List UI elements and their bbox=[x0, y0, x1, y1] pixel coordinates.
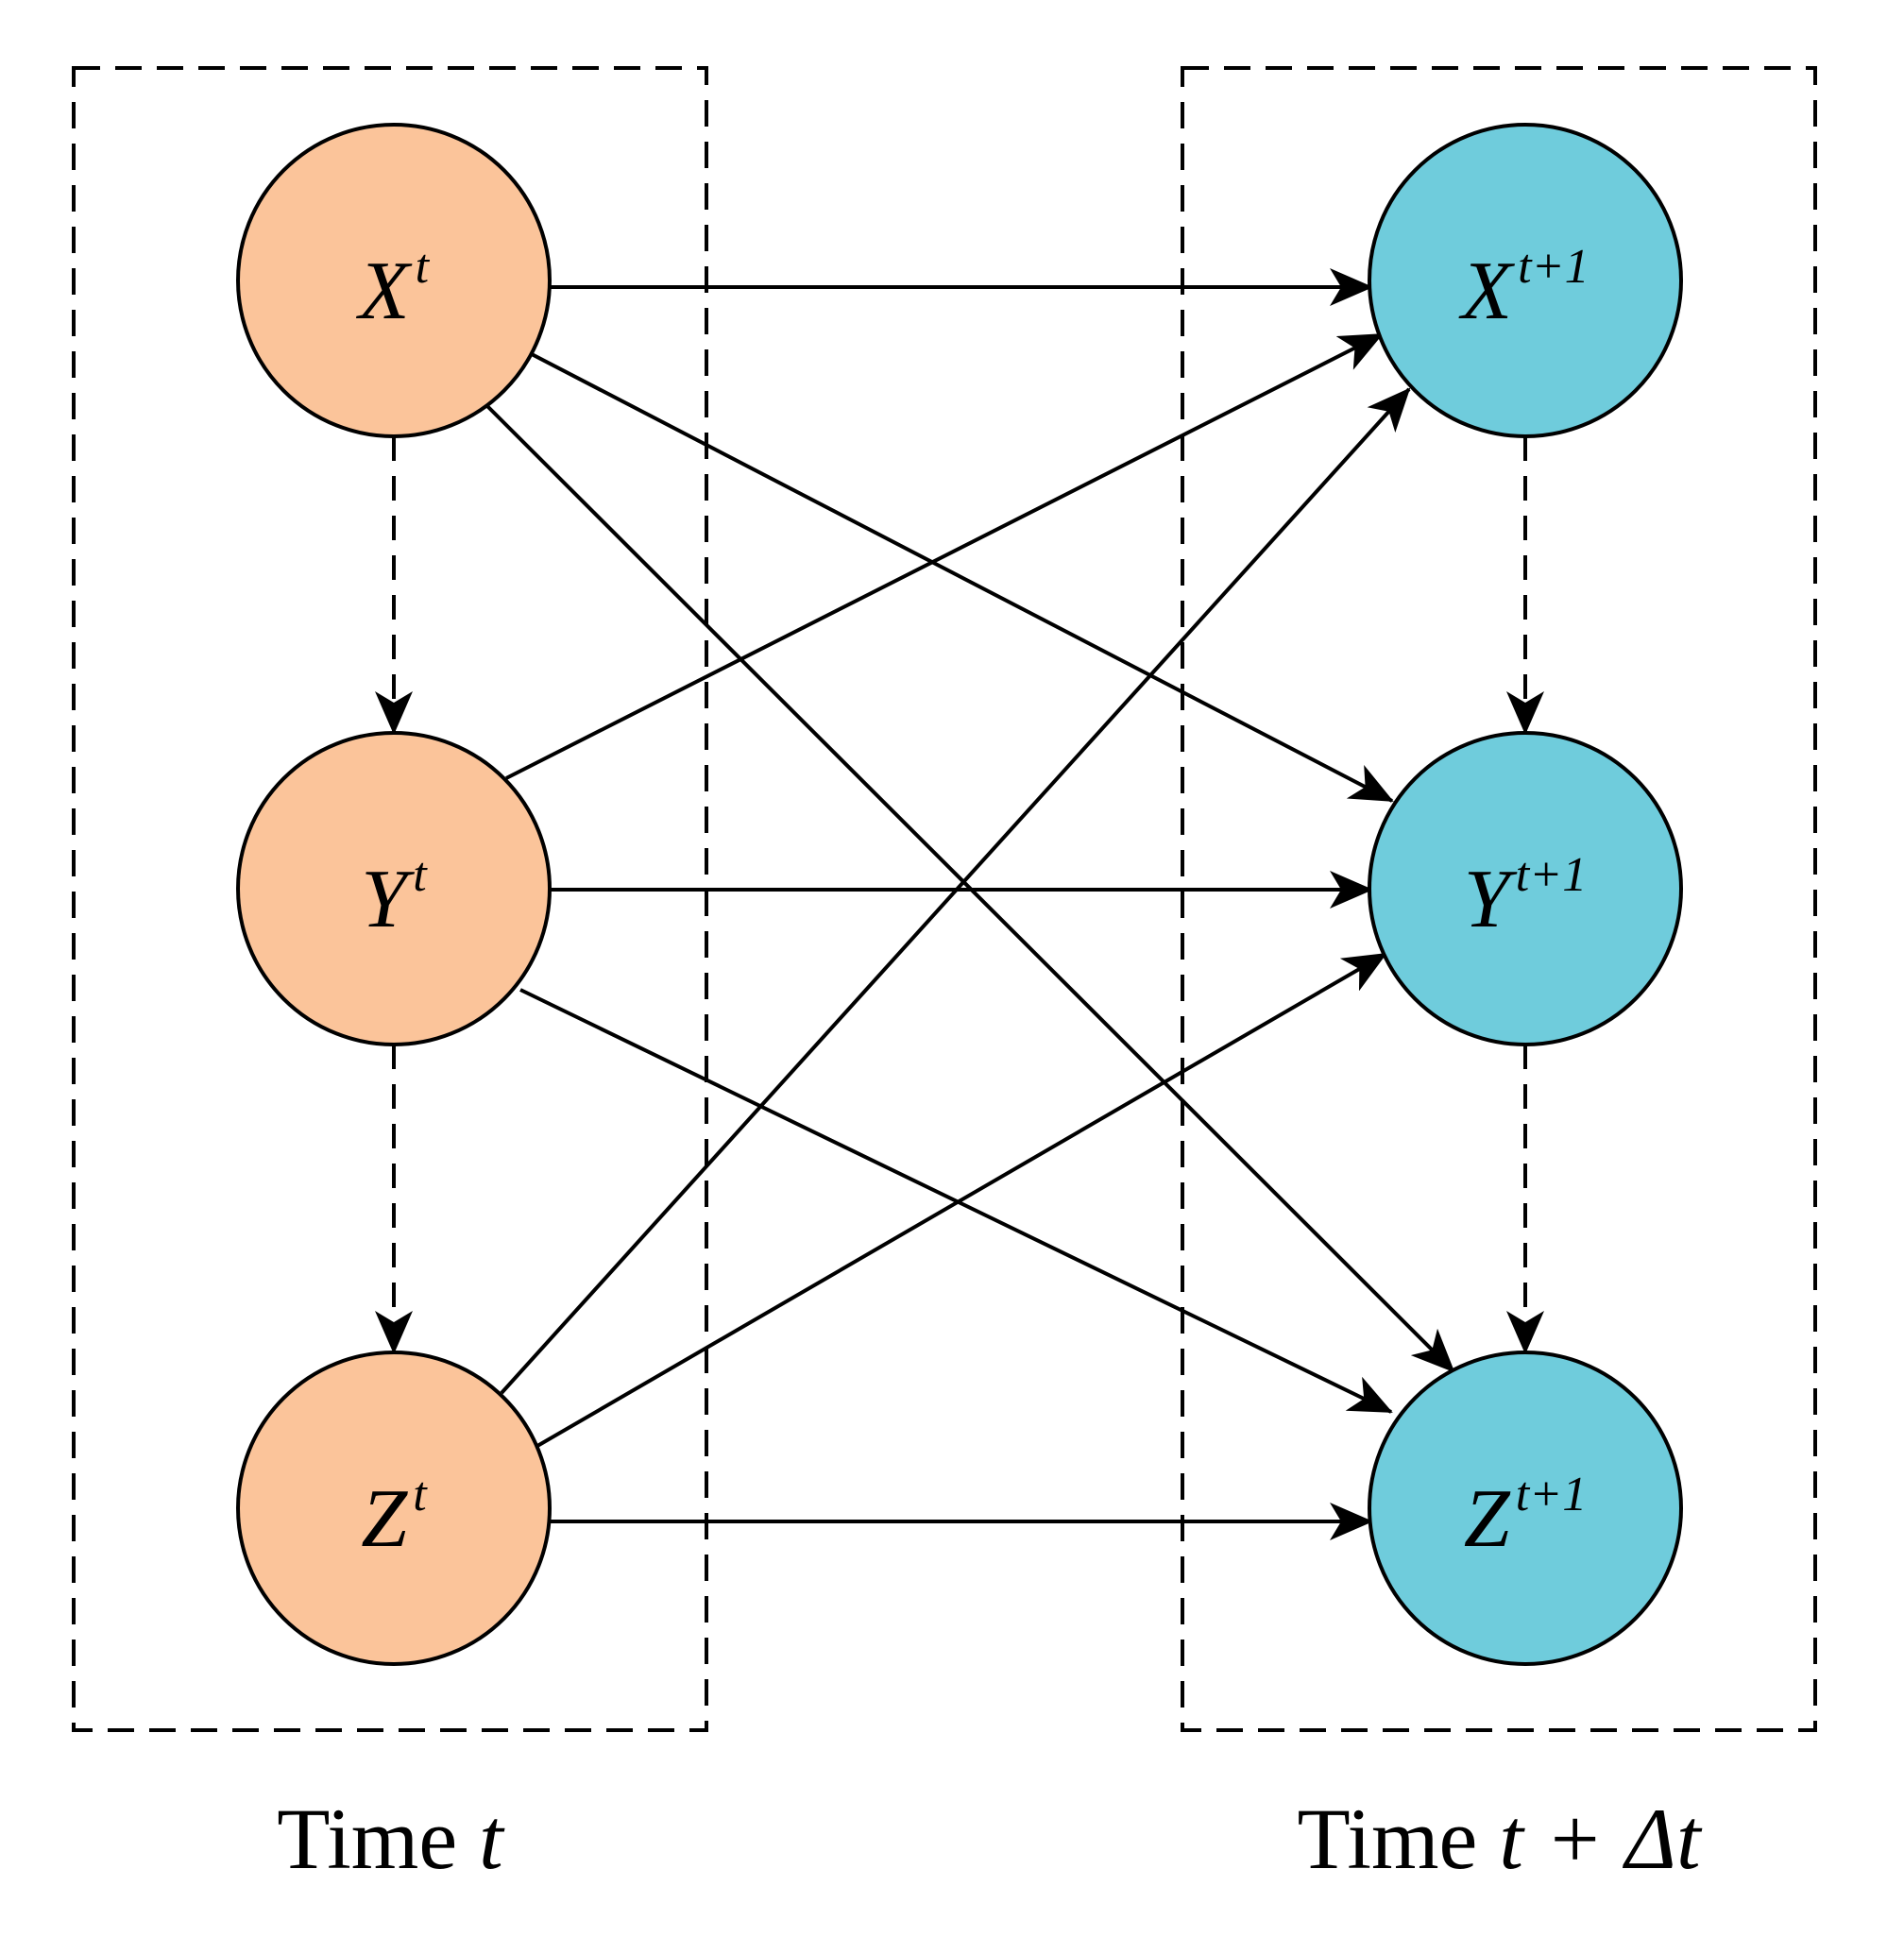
svg-text:Xt: Xt bbox=[356, 240, 431, 337]
time-t-group-box bbox=[72, 66, 708, 1732]
node-yt-sup: t bbox=[413, 848, 428, 902]
node-zt-sup: t bbox=[413, 1468, 428, 1521]
edge-xt-to-yt1 bbox=[529, 351, 1394, 803]
time-t-plus-dt-caption-main: Time bbox=[1297, 1791, 1499, 1887]
edge-yt-to-zt1 bbox=[519, 988, 1393, 1414]
time-t-caption-var: t bbox=[479, 1791, 505, 1887]
svg-text:Yt+1: Yt+1 bbox=[1464, 848, 1588, 945]
node-yt-base: Y bbox=[361, 854, 415, 945]
node-xt-sup: t bbox=[416, 240, 431, 294]
inter-slice-edges bbox=[485, 268, 1455, 1540]
node-xt1-base: X bbox=[1458, 246, 1515, 337]
svg-text:Yt: Yt bbox=[361, 848, 428, 945]
svg-text:Zt+1: Zt+1 bbox=[1464, 1468, 1588, 1565]
edge-zt-to-yt1 bbox=[536, 952, 1387, 1448]
time-t-plus-dt-caption-var: t + Δt bbox=[1499, 1791, 1703, 1887]
svg-text:Zt: Zt bbox=[361, 1468, 428, 1565]
time-t-caption-main: Time bbox=[277, 1791, 479, 1887]
node-xt1-sup: t+1 bbox=[1518, 240, 1590, 294]
edge-zt-to-xt1 bbox=[500, 387, 1411, 1395]
time-t-plus-dt-caption: Time t + Δt bbox=[1297, 1791, 1703, 1887]
node-zt1-sup: t+1 bbox=[1516, 1468, 1588, 1521]
node-zt-base: Z bbox=[361, 1473, 408, 1565]
node-yt1-sup: t+1 bbox=[1516, 848, 1588, 902]
node-yt1-base: Y bbox=[1464, 854, 1518, 945]
intra-slice-edges bbox=[375, 436, 1544, 1354]
time-t-plus-dt-group-box bbox=[1181, 66, 1817, 1732]
svg-text:Xt+1: Xt+1 bbox=[1458, 240, 1589, 337]
time-t-caption: Time t bbox=[277, 1791, 505, 1887]
node-xt-base: X bbox=[356, 246, 413, 337]
node-zt1-base: Z bbox=[1464, 1473, 1511, 1565]
edge-yt-to-xt1 bbox=[505, 332, 1384, 780]
